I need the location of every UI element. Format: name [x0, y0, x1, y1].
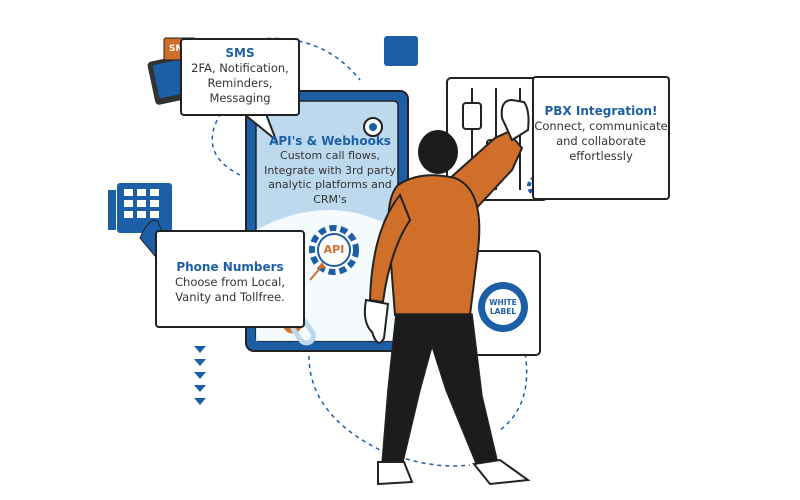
- down-arrows-icon: [194, 346, 206, 405]
- sms-card: SMS 2FA, Notification, Reminders, Messag…: [180, 38, 300, 116]
- pbx-body-line3: effortlessly: [569, 149, 633, 163]
- phone-title: Phone Numbers: [176, 260, 284, 274]
- pbx-card: PBX Integration! Connect, communicate an…: [532, 76, 670, 200]
- api-body-line2: Integrate with 3rd party: [264, 163, 396, 177]
- sms-body-line2: Reminders,: [207, 76, 273, 90]
- white-label-badge-icon: WHITE LABEL: [485, 298, 521, 316]
- white-label-panel: [467, 250, 541, 356]
- api-body-line4: CRM's: [313, 192, 347, 206]
- sms-body-line3: Messaging: [209, 91, 271, 105]
- white-label-line1: WHITE: [489, 298, 517, 307]
- phone-numbers-card: Phone Numbers Choose from Local, Vanity …: [155, 230, 305, 328]
- api-body-line3: analytic platforms and: [268, 178, 392, 191]
- phone-body-line2: Vanity and Tollfree.: [175, 290, 285, 304]
- person-figure: [363, 98, 531, 486]
- white-label-line2: LABEL: [489, 307, 517, 316]
- sms-title: SMS: [225, 46, 255, 60]
- sms-body-line1: 2FA, Notification,: [191, 61, 289, 75]
- pbx-body-line2: and collaborate: [556, 134, 646, 148]
- blue-square-icon: [384, 36, 418, 66]
- api-body-line1: Custom call flows,: [280, 149, 380, 162]
- api-gear-icon: [309, 225, 359, 281]
- api-gear-label: API: [323, 243, 345, 256]
- api-webhooks-text: API's & Webhooks Custom call flows, Inte…: [262, 134, 398, 207]
- pbx-title: PBX Integration!: [544, 104, 658, 118]
- api-title: API's & Webhooks: [269, 134, 391, 148]
- pbx-body-line1: Connect, communicate: [534, 119, 668, 133]
- sms-icon-label: SMS: [164, 44, 196, 54]
- phone-body-line1: Choose from Local,: [175, 275, 285, 289]
